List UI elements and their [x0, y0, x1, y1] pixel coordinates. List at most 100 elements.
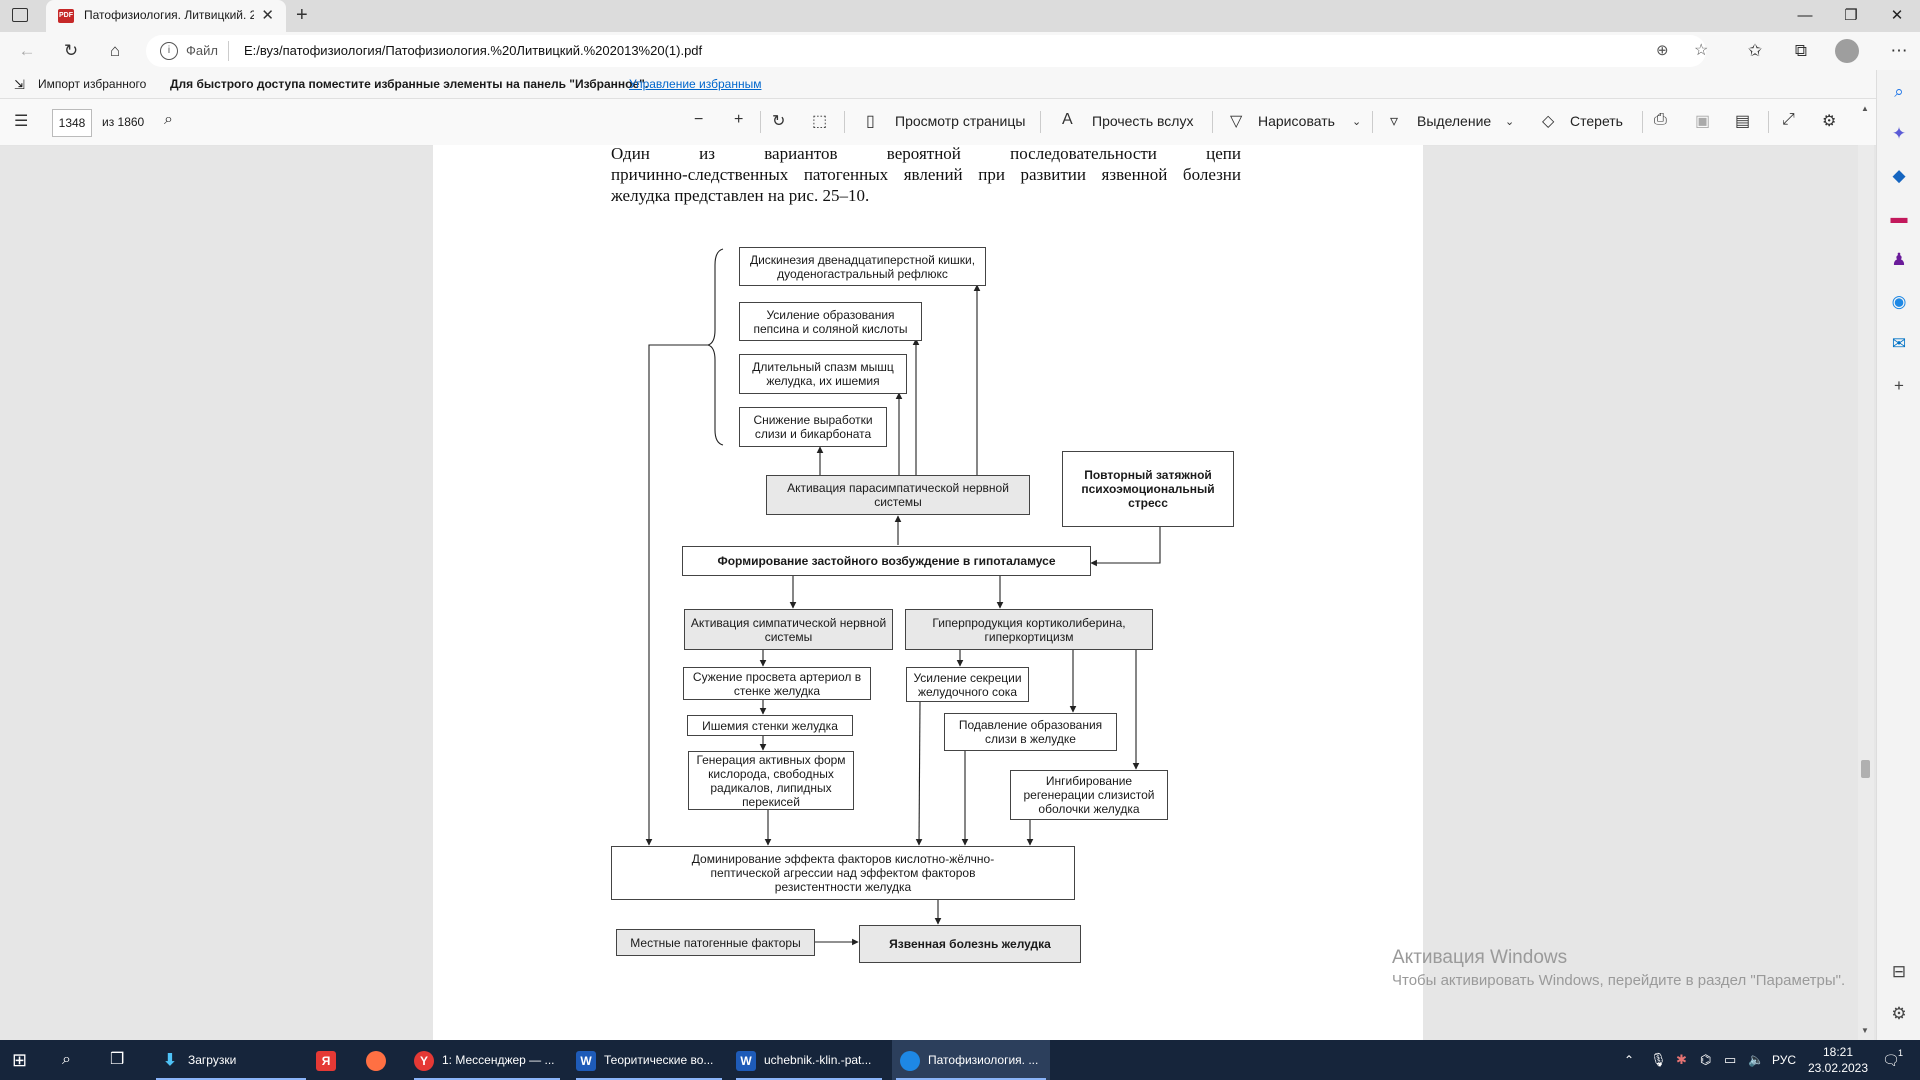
taskbar-item-downloads[interactable]: ⬇Загрузки [152, 1040, 310, 1080]
rotate-icon[interactable]: ↻ [772, 113, 786, 130]
shopping-tag-icon[interactable]: ◆ [1892, 166, 1906, 185]
paragraph-line: причинно-следственных патогенных явлений… [611, 165, 1241, 184]
home-icon[interactable]: ⌂ [109, 41, 121, 60]
microphone-icon[interactable]: 🎙 [1650, 1052, 1667, 1067]
print-icon[interactable]: ⎙ [1654, 111, 1667, 128]
tools-icon[interactable]: ▬ [1890, 208, 1908, 227]
paragraph-line: Один из вариантов вероятной последовател… [611, 144, 1241, 163]
save-as-icon[interactable]: ▤ [1735, 113, 1751, 130]
highlight-button[interactable]: Выделение [1417, 113, 1492, 129]
scrollbar-thumb[interactable] [1861, 760, 1870, 778]
eraser-icon[interactable]: ◇ [1542, 113, 1555, 130]
url-text[interactable]: E:/вуз/патофизиология/Патофизиология.%20… [244, 43, 703, 58]
zoom-out-icon[interactable]: − [694, 111, 704, 128]
more-icon[interactable]: ⋯ [1890, 41, 1908, 60]
chevron-down-icon[interactable]: ⌄ [1505, 116, 1515, 128]
scrollbar[interactable] [1858, 145, 1874, 1040]
highlight-icon[interactable]: ▿ [1390, 113, 1399, 130]
antivirus-icon[interactable]: ✱ [1676, 1052, 1687, 1067]
clock-date: 23.02.2023 [1807, 1061, 1869, 1075]
windows-start-icon[interactable]: ⊞ [12, 1050, 28, 1070]
manage-favorites-link[interactable]: Управление избранным [629, 77, 762, 91]
fullscreen-icon[interactable]: ⤢ [1782, 111, 1795, 128]
page-view-icon[interactable]: ▯ [866, 113, 875, 130]
outlook-icon[interactable]: ✉ [1891, 334, 1907, 353]
save-icon[interactable]: ▣ [1695, 113, 1711, 130]
zoom-in-icon[interactable]: + [734, 111, 744, 128]
diagram-box: Гиперпродукция кортиколиберина, гиперкор… [905, 609, 1153, 650]
page-view-button[interactable]: Просмотр страницы [895, 113, 1026, 129]
sidebar-toggle-icon[interactable]: ⊟ [1891, 962, 1907, 981]
chevron-up-icon[interactable]: ⌃ [1624, 1053, 1635, 1067]
refresh-icon[interactable]: ↻ [63, 41, 79, 60]
notifications-icon[interactable]: 🗨 [1882, 1052, 1900, 1068]
page-number-input[interactable]: 1348 [52, 109, 92, 137]
language-indicator[interactable]: РУС [1772, 1053, 1797, 1067]
address-bar[interactable]: i Файл E:/вуз/патофизиология/Патофизиоло… [146, 35, 1709, 67]
favorites-icon[interactable]: ✩ [1747, 41, 1763, 60]
taskbar-item-yandex[interactable]: Я [316, 1040, 346, 1080]
scroll-up-icon[interactable]: ▲ [1861, 104, 1869, 113]
close-window-icon[interactable]: ✕ [1890, 7, 1904, 24]
back-icon[interactable]: ← [18, 41, 36, 60]
taskbar-item-edge[interactable]: Патофизиология. ... [892, 1040, 1050, 1080]
sidebar-settings-gear-icon[interactable]: ⚙ [1891, 1004, 1907, 1023]
collections-icon[interactable]: ⧉ [1794, 41, 1808, 60]
info-icon[interactable]: i [160, 42, 178, 60]
brace [706, 248, 724, 446]
activation-watermark-subtitle: Чтобы активировать Windows, перейдите в … [1392, 972, 1846, 989]
monitor-icon[interactable]: ▭ [1724, 1052, 1737, 1067]
edge-icon [900, 1050, 920, 1071]
add-favorite-icon[interactable]: ☆ [1694, 42, 1709, 59]
connector [915, 700, 923, 846]
edge-sidebar: ⌕ ✦ ◆ ▬ ♟ ◉ ✉ + ⊟ ⚙ [1876, 70, 1920, 1040]
divider [1212, 111, 1213, 133]
import-favorites-link[interactable]: Импорт избранного [38, 77, 147, 91]
chevron-down-icon[interactable]: ⌄ [1352, 116, 1362, 128]
search-icon[interactable]: ⌕ [1894, 82, 1904, 101]
navigation-bar: ← ↻ ⌂ i Файл E:/вуз/патофизиология/Патоф… [0, 32, 1920, 70]
restore-icon[interactable]: ❐ [1844, 7, 1858, 24]
task-view-icon[interactable]: ❒ [110, 1051, 125, 1068]
copilot-icon[interactable]: ✦ [1891, 124, 1907, 143]
clock[interactable]: 18:21 23.02.2023 [1806, 1040, 1870, 1080]
read-aloud-icon[interactable]: A [1062, 111, 1073, 128]
office-icon[interactable]: ◉ [1891, 292, 1907, 311]
profile-avatar[interactable] [1835, 39, 1859, 63]
settings-gear-icon[interactable]: ⚙ [1822, 113, 1837, 130]
tab-actions-icon[interactable] [12, 8, 28, 22]
add-icon[interactable]: + [1894, 376, 1904, 395]
zoom-icon[interactable]: ⊕ [1656, 42, 1669, 59]
divider [844, 111, 845, 133]
tab-active[interactable]: PDF Патофизиология. Литвицкий. 2013 (1).… [46, 0, 286, 32]
divider [760, 111, 761, 133]
scroll-down-icon[interactable]: ▼ [1861, 1026, 1869, 1035]
minimize-icon[interactable]: — [1797, 7, 1813, 24]
taskbar-item-firefox[interactable] [366, 1040, 396, 1080]
favorites-hint: Для быстрого доступа поместите избранные… [170, 77, 649, 91]
word-icon: W [576, 1050, 596, 1071]
firefox-icon [366, 1050, 386, 1071]
close-tab-icon[interactable]: ✕ [261, 7, 274, 24]
diagram-box: Длительный спазм мышц желудка, их ишемия [739, 354, 907, 394]
tab-bar: PDF Патофизиология. Литвицкий. 2013 (1).… [0, 0, 1920, 32]
network-icon[interactable]: ⌬ [1700, 1052, 1712, 1067]
search-icon[interactable]: ⌕ [62, 1051, 71, 1068]
draw-icon[interactable]: ▽ [1230, 113, 1243, 130]
diagram-box: Местные патогенные факторы [616, 929, 815, 956]
volume-icon[interactable]: 🔈 [1748, 1052, 1765, 1067]
games-icon[interactable]: ♟ [1891, 250, 1907, 269]
contents-icon[interactable]: ☰ [14, 113, 29, 130]
search-icon[interactable]: ⌕ [164, 111, 173, 128]
read-aloud-button[interactable]: Прочесть вслух [1092, 113, 1194, 129]
draw-button[interactable]: Нарисовать [1258, 113, 1335, 129]
diagram-box: Активация парасимпатической нервной сист… [766, 475, 1030, 515]
new-tab-icon[interactable]: + [296, 4, 308, 26]
pdf-icon: PDF [58, 9, 74, 23]
erase-button[interactable]: Стереть [1570, 113, 1623, 129]
fit-page-icon[interactable]: ⬚ [812, 113, 828, 130]
